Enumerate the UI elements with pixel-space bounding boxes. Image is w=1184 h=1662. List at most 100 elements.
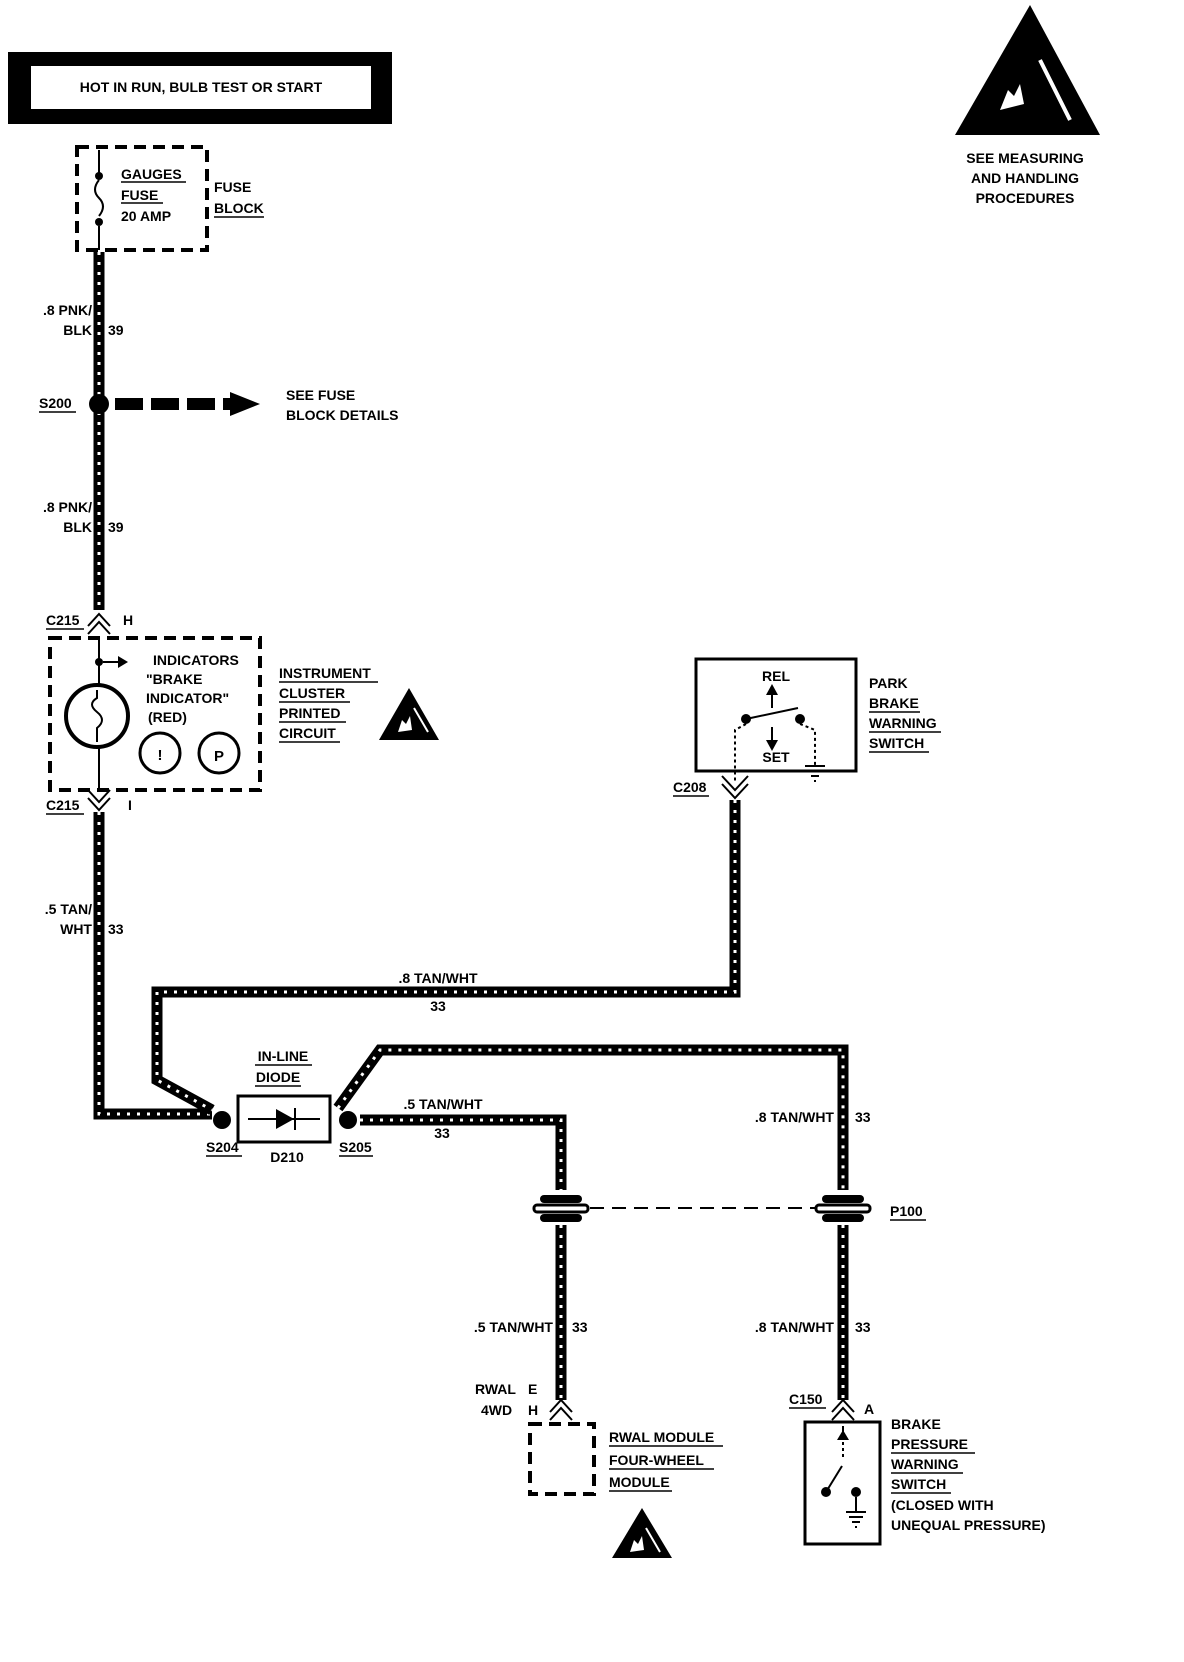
diode-title1: IN-LINE bbox=[258, 1048, 309, 1064]
connector-p100-left-icon bbox=[532, 1195, 590, 1222]
rwal-module-name1: RWAL MODULE bbox=[609, 1429, 714, 1445]
wire39-top-gauge: .8 PNK/ bbox=[43, 302, 92, 318]
wire39-bottom-circuit: 39 bbox=[108, 519, 124, 535]
ground-icon bbox=[805, 765, 825, 782]
cluster-symbol-1: ! bbox=[158, 747, 163, 764]
splice-s204 bbox=[213, 1111, 231, 1129]
splice-s200 bbox=[89, 394, 109, 414]
connector-c215-top-icon bbox=[87, 612, 111, 635]
c208-id: C208 bbox=[673, 779, 707, 795]
park-switch-name1: PARK bbox=[869, 675, 908, 691]
splice-s205-label: S205 bbox=[339, 1139, 372, 1155]
cluster-name1: INSTRUMENT bbox=[279, 665, 371, 681]
brake-switch-name2: PRESSURE bbox=[891, 1436, 968, 1452]
cluster-line4: (RED) bbox=[148, 709, 187, 725]
c215-bottom-pin: I bbox=[128, 797, 132, 813]
wire33-mid-gauge: .5 TAN/ bbox=[45, 901, 92, 917]
rwal-conn-line1: RWAL bbox=[475, 1381, 516, 1397]
cluster-line2: "BRAKE bbox=[146, 671, 202, 687]
rwal-conn-pin2: H bbox=[528, 1402, 538, 1418]
cluster-line1: INDICATORS bbox=[153, 652, 239, 668]
diode-id: D210 bbox=[270, 1149, 304, 1165]
rwal-conn-line2: 4WD bbox=[481, 1402, 512, 1418]
cluster-name3: PRINTED bbox=[279, 705, 340, 721]
cluster-name4: CIRCUIT bbox=[279, 725, 336, 741]
s205-out-label: .5 TAN/WHT bbox=[403, 1096, 483, 1112]
esd-notice-line1: SEE MEASURING bbox=[966, 150, 1084, 166]
left-lower-wire-circuit: 33 bbox=[572, 1319, 588, 1335]
power-header: HOT IN RUN, BULB TEST OR START bbox=[8, 52, 392, 124]
right-upper-wire-circuit: 33 bbox=[855, 1109, 871, 1125]
rwal-conn-pin1: E bbox=[528, 1381, 537, 1397]
cross-wire-circuit: 33 bbox=[430, 998, 446, 1014]
wire39-top-color: BLK bbox=[63, 322, 92, 338]
c150-id: C150 bbox=[789, 1391, 823, 1407]
splice-s205 bbox=[339, 1111, 357, 1129]
power-label: HOT IN RUN, BULB TEST OR START bbox=[80, 79, 323, 95]
park-switch-rel: REL bbox=[762, 668, 790, 684]
brake-bulb-icon bbox=[64, 683, 130, 749]
instrument-cluster: ! P bbox=[48, 636, 262, 792]
esd-warning-icon bbox=[955, 5, 1100, 135]
diode-symbol-icon bbox=[276, 1109, 294, 1129]
brake-switch-note2: UNEQUAL PRESSURE) bbox=[891, 1517, 1046, 1533]
cluster-name2: CLUSTER bbox=[279, 685, 345, 701]
diode-title2: DIODE bbox=[256, 1069, 300, 1085]
c215-bottom-id: C215 bbox=[46, 797, 80, 813]
brake-switch-name4: SWITCH bbox=[891, 1476, 946, 1492]
rwal-module-name2: FOUR-WHEEL bbox=[609, 1452, 704, 1468]
rwal-module-name3: MODULE bbox=[609, 1474, 670, 1490]
splice-s204-label: S204 bbox=[206, 1139, 239, 1155]
fuse-block-label2: BLOCK bbox=[214, 200, 264, 216]
connector-c215-bottom-icon bbox=[87, 789, 111, 812]
cross-wire-label: .8 TAN/WHT bbox=[398, 970, 478, 986]
right-lower-wire-label: .8 TAN/WHT bbox=[755, 1319, 835, 1335]
c215-top-id: C215 bbox=[46, 612, 80, 628]
s205-out-circuit: 33 bbox=[434, 1125, 450, 1141]
fuse-block bbox=[75, 145, 209, 252]
right-lower-wire-circuit: 33 bbox=[855, 1319, 871, 1335]
brake-pressure-switch bbox=[803, 1420, 882, 1546]
wire-circuit-33-cross bbox=[151, 800, 741, 1115]
fuse-name2: FUSE bbox=[121, 187, 158, 203]
esd-notice-line2: AND HANDLING bbox=[971, 170, 1079, 186]
wire39-bottom-gauge: .8 PNK/ bbox=[43, 499, 92, 515]
p100-id: P100 bbox=[890, 1203, 923, 1219]
fuse-rating: 20 AMP bbox=[121, 208, 171, 224]
splice-s200-label: S200 bbox=[39, 395, 72, 411]
fuse-name1: GAUGES bbox=[121, 166, 182, 182]
cluster-line3: INDICATOR" bbox=[146, 690, 229, 706]
brake-exclamation-icon bbox=[138, 731, 182, 775]
ground-icon-brake bbox=[846, 1511, 866, 1528]
wire33-mid-circuit: 33 bbox=[108, 921, 124, 937]
connector-p100-right-icon bbox=[814, 1195, 872, 1222]
fuse-element-icon bbox=[94, 179, 104, 217]
park-switch-name2: BRAKE bbox=[869, 695, 919, 711]
rwal-module-box bbox=[528, 1422, 596, 1496]
park-brake-switch bbox=[694, 657, 858, 782]
s200-note1: SEE FUSE bbox=[286, 387, 355, 403]
cluster-symbol-2: P bbox=[214, 748, 224, 765]
diode-d210 bbox=[236, 1094, 332, 1144]
brake-switch-name1: BRAKE bbox=[891, 1416, 941, 1432]
esd-warning-icon-cluster bbox=[379, 688, 439, 740]
wire-circuit-33-left bbox=[93, 812, 212, 1120]
wire39-top-circuit: 39 bbox=[108, 322, 124, 338]
connector-c208-icon bbox=[721, 775, 749, 800]
park-switch-name3: WARNING bbox=[869, 715, 937, 731]
s200-note2: BLOCK DETAILS bbox=[286, 407, 399, 423]
right-upper-wire-label: .8 TAN/WHT bbox=[755, 1109, 835, 1125]
s200-arrow-icon bbox=[115, 392, 260, 416]
left-lower-wire-label: .5 TAN/WHT bbox=[474, 1319, 554, 1335]
park-switch-set: SET bbox=[762, 749, 790, 765]
connector-c150-icon bbox=[831, 1398, 855, 1421]
c215-top-pin: H bbox=[123, 612, 133, 628]
esd-warning-icon-rwal bbox=[612, 1508, 672, 1558]
brake-switch-note1: (CLOSED WITH bbox=[891, 1497, 994, 1513]
fuse-block-label1: FUSE bbox=[214, 179, 251, 195]
esd-notice-line3: PROCEDURES bbox=[976, 190, 1075, 206]
connector-rwal-icon bbox=[549, 1398, 573, 1421]
wire39-bottom-color: BLK bbox=[63, 519, 92, 535]
wire33-mid-color: WHT bbox=[60, 921, 92, 937]
